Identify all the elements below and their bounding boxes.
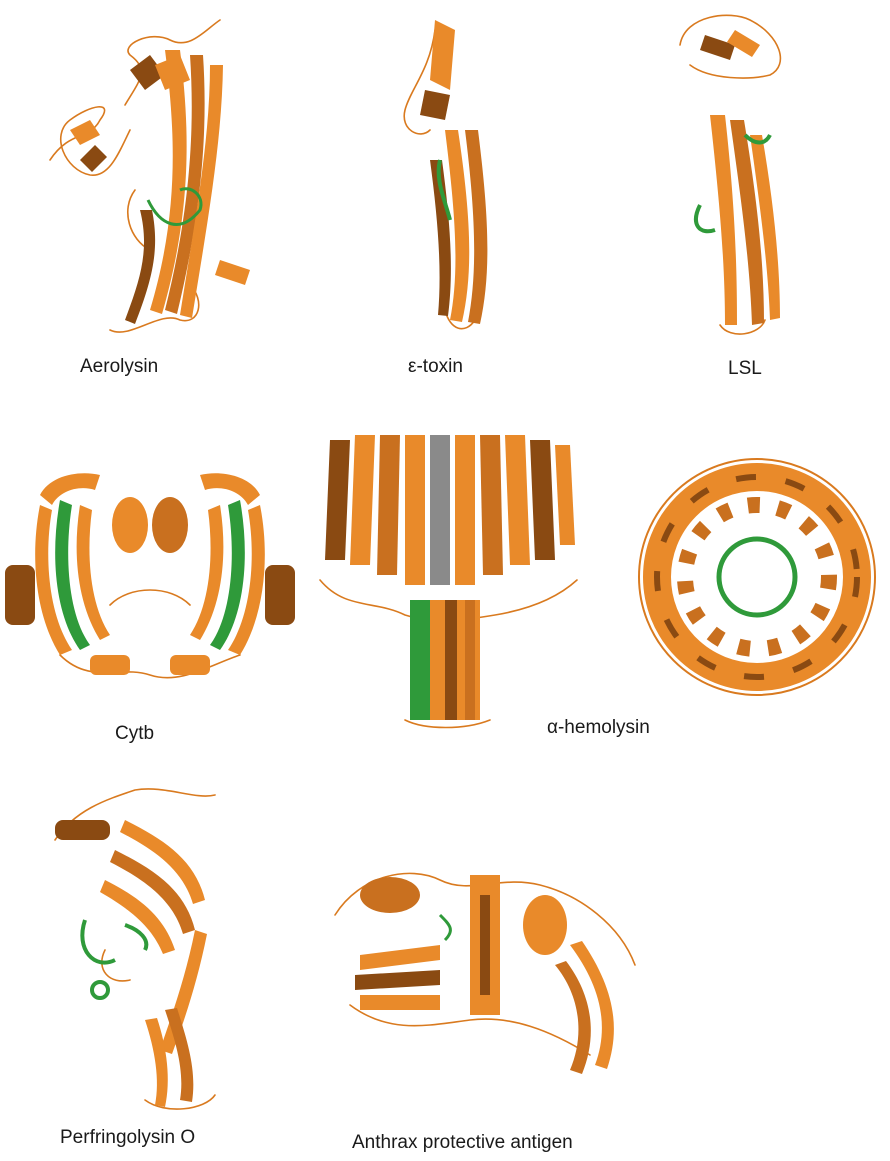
epsilon-toxin-structure xyxy=(390,10,520,340)
perfringolysin-o-label: Perfringolysin O xyxy=(60,1127,195,1149)
aerolysin-panel: Aerolysin xyxy=(30,10,270,340)
aerolysin-structure xyxy=(30,10,270,340)
epsilon-toxin-panel: ε-toxin xyxy=(390,10,520,340)
aerolysin-label: Aerolysin xyxy=(80,356,158,378)
lsl-panel: LSL xyxy=(670,5,800,340)
epsilon-toxin-label: ε-toxin xyxy=(408,356,463,378)
cytb-structure xyxy=(0,455,300,710)
cytb-panel: Cytb xyxy=(0,455,300,710)
lsl-label: LSL xyxy=(728,358,762,380)
alpha-hemolysin-top-view xyxy=(625,445,890,710)
alpha-hemolysin-panel: α-hemolysin xyxy=(315,430,890,750)
perfringolysin-o-panel: Perfringolysin O xyxy=(45,780,245,1115)
anthrax-protective-antigen-panel: Anthrax protective antigen xyxy=(330,855,640,1155)
alpha-hemolysin-side-view xyxy=(315,430,580,730)
cytb-label: Cytb xyxy=(115,723,154,745)
lsl-structure xyxy=(670,5,800,340)
anthrax-protective-antigen-structure xyxy=(330,855,640,1090)
anthrax-protective-antigen-label: Anthrax protective antigen xyxy=(352,1132,573,1154)
alpha-hemolysin-label: α-hemolysin xyxy=(547,717,650,739)
perfringolysin-o-structure xyxy=(45,780,245,1115)
